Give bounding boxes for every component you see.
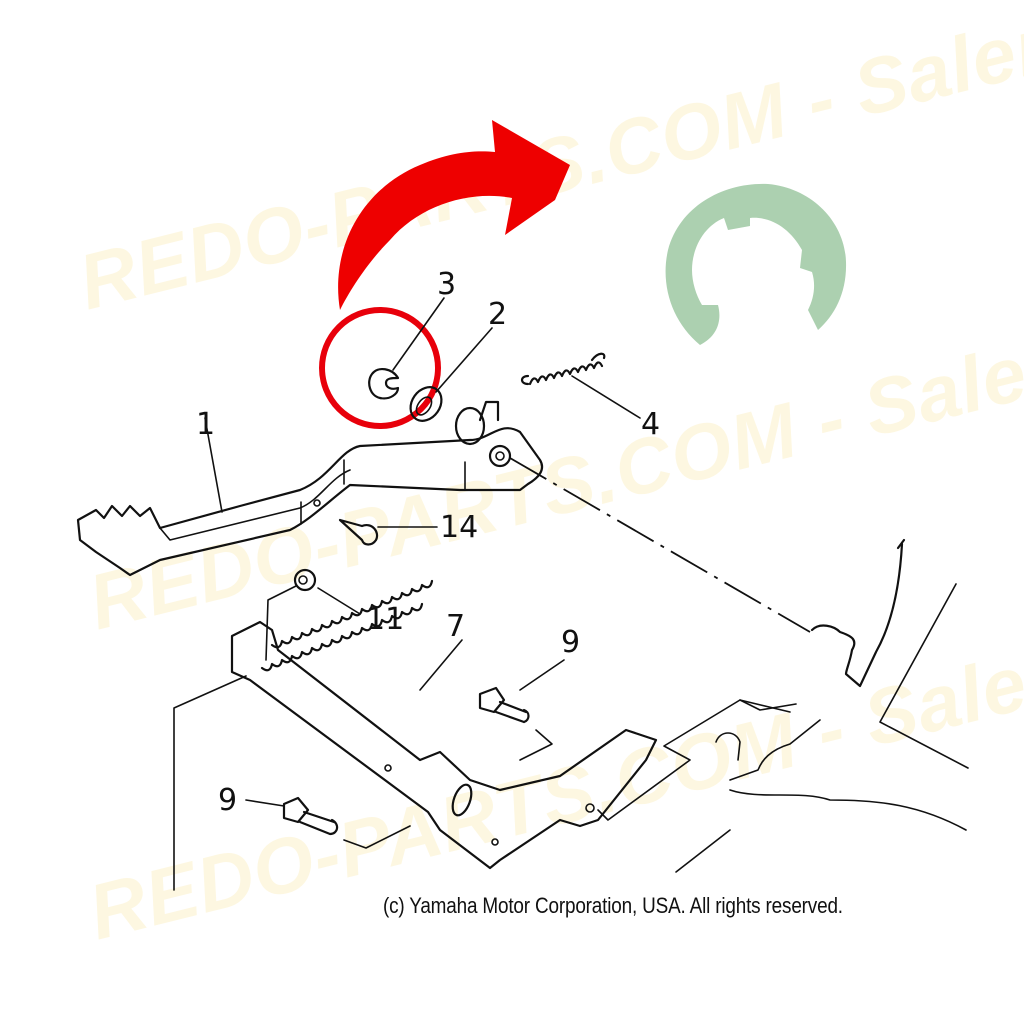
frame-outline [675,538,969,873]
part-7-footrest [173,579,791,891]
part-9-bolt-upper [478,659,565,761]
part-4-spring [520,352,641,419]
part-2-washer [409,327,493,422]
copyright-notice: (c) Yamaha Motor Corporation, USA. All r… [383,893,843,918]
highlight-arrow-icon [338,120,570,310]
e-clip-photo [665,183,847,345]
part-9-bolt-lower [245,796,411,849]
pivot-axis-line [509,457,811,633]
part-14-pin [313,499,438,546]
part-1-brake-pedal [76,400,544,577]
e-clip-shape [665,183,847,345]
part-3-eclip [368,297,445,400]
highlight-circle-icon [319,307,441,429]
part-11-nut [265,568,361,661]
